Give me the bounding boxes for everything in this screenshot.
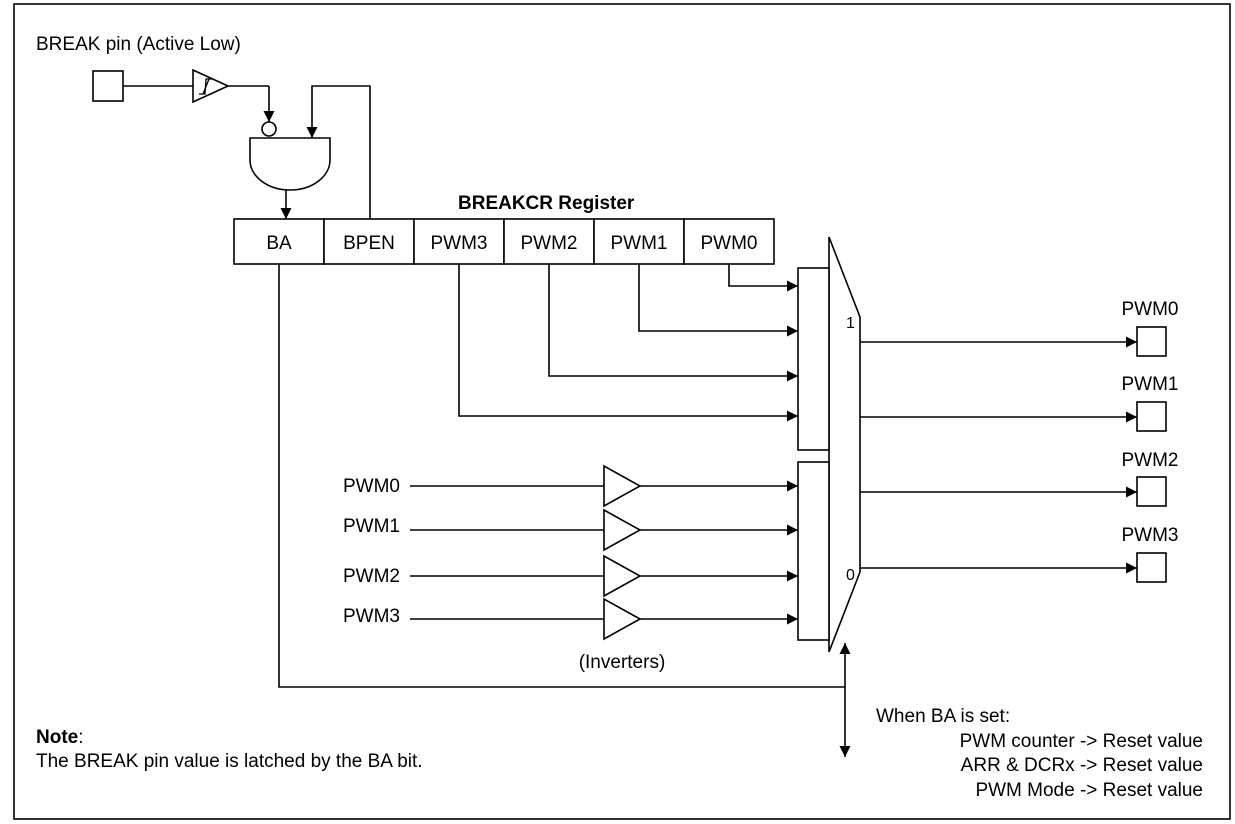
- register-bit-label: PWM2: [521, 233, 578, 254]
- inverter-input-label: PWM2: [343, 566, 400, 587]
- output-pin-pwm3: [1136, 552, 1167, 583]
- break-pin-box: [92, 70, 124, 102]
- register-bit-pwm3: [413, 218, 505, 265]
- mux-select-1-label: 1: [846, 315, 855, 332]
- mux-input-group-1: [797, 267, 830, 451]
- pwm2-bit-wire: [548, 264, 798, 382]
- register-bit-ba: [233, 218, 325, 265]
- ba-set-line: PWM counter -> Reset value: [960, 731, 1203, 752]
- ba-set-line: ARR & DCRx -> Reset value: [961, 755, 1203, 776]
- inverter-pwm2: [603, 554, 642, 598]
- bpen-feedback-wire: [306, 85, 371, 219]
- output-pin-pwm0: [1136, 326, 1167, 357]
- note-heading: Note:: [36, 727, 84, 748]
- pwm3-bit-wire: [458, 264, 798, 422]
- output-label: PWM1: [1122, 374, 1179, 395]
- note-heading-word: Note: [36, 727, 78, 748]
- ba-select-wire: [278, 264, 845, 688]
- mux-input-group-0: [797, 461, 830, 641]
- output-pin-pwm2: [1136, 476, 1167, 507]
- multiplexer: [828, 236, 861, 653]
- output-label: PWM3: [1122, 525, 1179, 546]
- and-gate: [249, 137, 331, 191]
- invert-bubble: [261, 121, 277, 137]
- ba-set-heading: When BA is set:: [876, 706, 1010, 727]
- pwm1-bit-wire: [638, 264, 798, 337]
- inverter-pwm3: [603, 597, 642, 641]
- register-bit-label: BPEN: [343, 233, 395, 254]
- register-bit-label: PWM0: [701, 233, 758, 254]
- inverter-input-label: PWM3: [343, 606, 400, 627]
- mux-select-0-label: 0: [846, 567, 855, 584]
- breakcr-register: BA BPEN PWM3 PWM2 PWM1 PWM0: [233, 218, 775, 265]
- diagram-frame: [13, 3, 1231, 820]
- output-pin-pwm1: [1136, 401, 1167, 432]
- register-bit-pwm1: [593, 218, 685, 265]
- note-heading-colon: :: [78, 727, 83, 748]
- break-pin-label: BREAK pin (Active Low): [36, 34, 241, 55]
- register-title: BREAKCR Register: [458, 193, 635, 214]
- pwm0-bit-wire: [728, 264, 798, 292]
- output-label: PWM2: [1122, 450, 1179, 471]
- register-bit-pwm0: [683, 218, 775, 265]
- output-label: PWM0: [1122, 299, 1179, 320]
- inverter-pwm0: [603, 464, 642, 508]
- register-bit-label: PWM3: [431, 233, 488, 254]
- inverter-input-label: PWM0: [343, 476, 400, 497]
- register-bit-label: BA: [266, 233, 292, 254]
- inverter-input-label: PWM1: [343, 516, 400, 537]
- inverter-pwm1: [603, 508, 642, 552]
- note-text: The BREAK pin value is latched by the BA…: [36, 751, 423, 772]
- ba-set-line: PWM Mode -> Reset value: [975, 780, 1203, 801]
- inverters-caption: (Inverters): [579, 652, 666, 673]
- register-bit-label: PWM1: [611, 233, 668, 254]
- schmitt-trigger-buffer: [192, 68, 230, 104]
